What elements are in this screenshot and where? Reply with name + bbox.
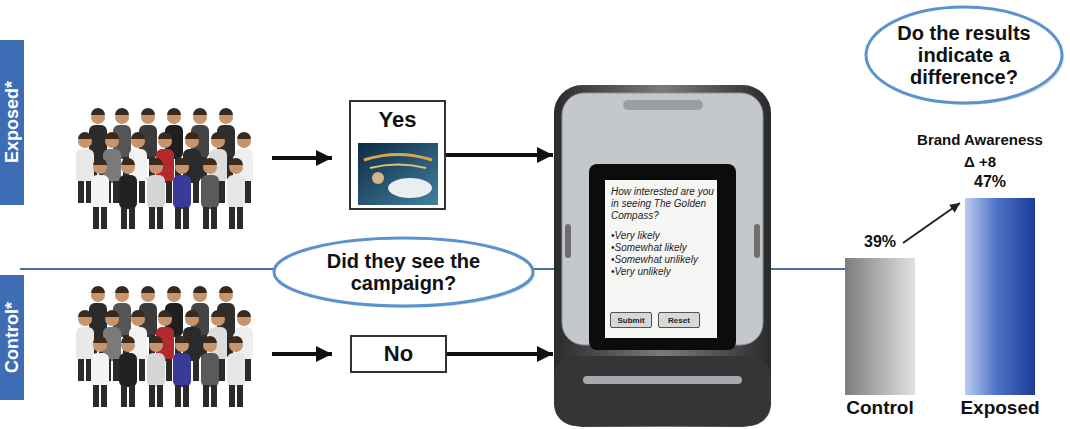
phone-part xyxy=(554,85,771,427)
person xyxy=(147,158,165,229)
person xyxy=(173,158,191,229)
crowd-photo xyxy=(76,108,253,229)
node-text: How interested are you in seeing The Gol… xyxy=(611,186,715,222)
person xyxy=(91,336,109,407)
node-text: •Very likely xyxy=(611,230,715,242)
chart-label: Control xyxy=(830,397,930,419)
chart-label: Δ +8 xyxy=(895,153,1065,170)
crowd-photo xyxy=(76,286,253,407)
node-text: •Somewhat unlikely xyxy=(611,254,715,266)
person xyxy=(201,336,219,407)
chart-label: Exposed xyxy=(950,397,1050,419)
poster-figure xyxy=(372,172,384,184)
person xyxy=(227,336,245,407)
node-text: Reset xyxy=(668,316,690,325)
bar-control xyxy=(845,258,915,395)
flow-arrow xyxy=(446,153,553,157)
poster-image xyxy=(358,143,438,205)
phone-part xyxy=(565,224,571,258)
node-text: •Somewhat likely xyxy=(611,242,715,254)
chart-label: Brand Awareness xyxy=(895,131,1065,148)
movie-poster xyxy=(358,143,438,205)
trend-arrow xyxy=(903,203,960,243)
node-text: Submit xyxy=(617,316,644,325)
node-text: Do the results indicate a difference? xyxy=(888,22,1041,88)
phone-part xyxy=(754,224,760,258)
node-text: Control* xyxy=(2,302,23,373)
person xyxy=(201,158,219,229)
group-band: Exposed* xyxy=(0,40,24,205)
phone-survey: How interested are you in seeing The Gol… xyxy=(553,84,772,428)
poster-bear xyxy=(388,178,432,198)
node-text: Exposed* xyxy=(2,81,23,163)
group-band: Control* xyxy=(0,275,24,400)
person xyxy=(173,336,191,407)
flow-arrow xyxy=(447,352,553,356)
phone-part xyxy=(583,376,742,384)
bar-exposed xyxy=(965,198,1035,395)
phone-part xyxy=(554,356,771,426)
survey-button: Submit xyxy=(610,312,652,328)
flow-arrow xyxy=(272,156,332,160)
node-text: Yes xyxy=(351,107,444,133)
choice-box: Yes xyxy=(349,100,446,210)
person xyxy=(227,158,245,229)
person xyxy=(119,336,137,407)
phone-part xyxy=(623,100,703,110)
chart-label: 47% xyxy=(955,173,1025,191)
box-fill xyxy=(349,100,446,210)
question-ellipse: Do the results indicate a difference? xyxy=(862,3,1066,107)
flow-arrow xyxy=(272,352,332,356)
phone-part xyxy=(605,180,717,338)
question-ellipse: Did they see the campaign? xyxy=(270,234,537,310)
ellipse-shape xyxy=(274,238,533,306)
phone-part xyxy=(589,164,736,350)
poster-title-art xyxy=(364,155,432,161)
node-text: No xyxy=(384,341,413,367)
person xyxy=(147,336,165,407)
person xyxy=(119,158,137,229)
survey-button: Reset xyxy=(658,312,700,328)
chart-label: 39% xyxy=(845,233,915,251)
node-text: Did they see the campaign? xyxy=(303,250,503,294)
person xyxy=(91,158,109,229)
poster-title-art xyxy=(370,165,426,169)
node-text: •Very unlikely xyxy=(611,266,715,278)
ellipse-shape xyxy=(866,7,1062,103)
choice-box: No xyxy=(350,335,447,373)
